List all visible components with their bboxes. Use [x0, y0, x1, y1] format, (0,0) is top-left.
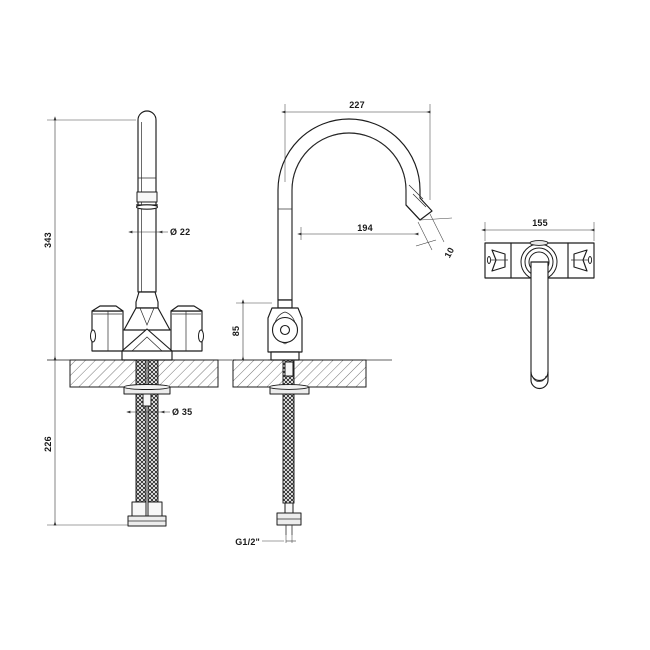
top-handle-left-shape	[491, 249, 506, 272]
side-valve-body	[267, 299, 303, 361]
hose-right	[147, 359, 159, 503]
dimension-label-85: 85	[231, 326, 241, 336]
spout-ring	[135, 204, 159, 210]
dimension-label-227: 227	[349, 100, 365, 110]
dimline-10	[415, 239, 437, 247]
side-gooseneck	[277, 118, 433, 301]
top-view: 155	[481, 218, 595, 389]
counter-hatch-right	[232, 359, 367, 388]
top-arm-outlet-arc	[530, 371, 549, 381]
dimension-diameter-22: Ø 22	[128, 227, 190, 237]
dimension-label-d22: Ø 22	[170, 227, 190, 237]
dimension-label-d35: Ø 35	[172, 407, 192, 417]
dimension-227: 227	[281, 100, 431, 200]
side-neck	[277, 299, 293, 309]
outlet-face	[405, 204, 421, 221]
hose-left	[135, 359, 147, 503]
top-arm-body	[530, 261, 549, 389]
dimension-label-226: 226	[43, 436, 53, 452]
outlet-line2	[412, 193, 427, 208]
body-cone-inner	[139, 307, 155, 326]
dimension-194: 194	[297, 223, 419, 240]
front-view: 343 226 Ø 22 Ø 35	[43, 110, 232, 527]
dimension-label-10: 10	[442, 246, 456, 260]
dimension-diameter-35: Ø 35	[126, 407, 192, 417]
handle-left-end	[90, 329, 96, 343]
top-handle-right-tip	[587, 256, 593, 264]
outlet-line1	[408, 184, 424, 200]
top-handle-left-tip	[486, 256, 492, 264]
top-arm-outlet-inner	[532, 375, 547, 382]
hose-left-nut	[131, 501, 147, 517]
side-body-inner	[274, 311, 296, 345]
dimension-343: 343	[43, 116, 136, 361]
handle-boss-inner	[279, 324, 291, 336]
top-handle-right	[571, 249, 593, 272]
side-body-base	[270, 351, 300, 361]
body-base-inner	[131, 336, 163, 352]
side-hose-nut-top	[284, 361, 294, 377]
dimension-label-g12: G1/2"	[235, 537, 260, 547]
dimension-thread-g12: G1/2"	[235, 525, 296, 547]
dimension-label-194: 194	[357, 223, 373, 233]
gooseneck-inner-edge	[291, 132, 407, 300]
front-supply-hoses	[123, 359, 171, 527]
handle-right-end	[198, 329, 204, 343]
body-base-cone	[121, 328, 173, 361]
handle-right-cap	[170, 305, 203, 312]
ext-10-a	[417, 221, 433, 251]
hose-center-nut	[142, 393, 152, 407]
body-upper-cone	[123, 307, 171, 331]
ext-10-b	[429, 213, 445, 243]
side-view: 227 194 10 85 G1/2"	[231, 100, 456, 547]
front-body-handles	[90, 291, 204, 361]
handle-left	[91, 310, 124, 352]
hose-right-nut	[147, 501, 163, 517]
handle-right	[170, 310, 203, 352]
side-washer-top	[269, 384, 309, 390]
leader-10	[419, 217, 453, 221]
washer-top	[123, 384, 171, 390]
spout-collar	[136, 191, 158, 203]
top-handle-right-shape	[573, 249, 588, 272]
side-hose-nut-bottom	[284, 502, 294, 514]
dimension-155: 155	[481, 218, 595, 241]
dimension-label-343: 343	[43, 232, 53, 248]
handle-left-cap	[91, 305, 124, 312]
front-spout-tube	[135, 110, 159, 293]
dimension-226: 226	[43, 356, 128, 526]
side-hose	[282, 359, 295, 504]
dimension-10: 10	[415, 213, 456, 260]
top-spout-arm	[530, 261, 549, 389]
top-handle-left	[486, 249, 508, 272]
body-neck	[135, 291, 159, 309]
dimension-label-155: 155	[532, 218, 548, 228]
dimension-85: 85	[231, 299, 272, 361]
top-base-cap	[529, 240, 549, 246]
